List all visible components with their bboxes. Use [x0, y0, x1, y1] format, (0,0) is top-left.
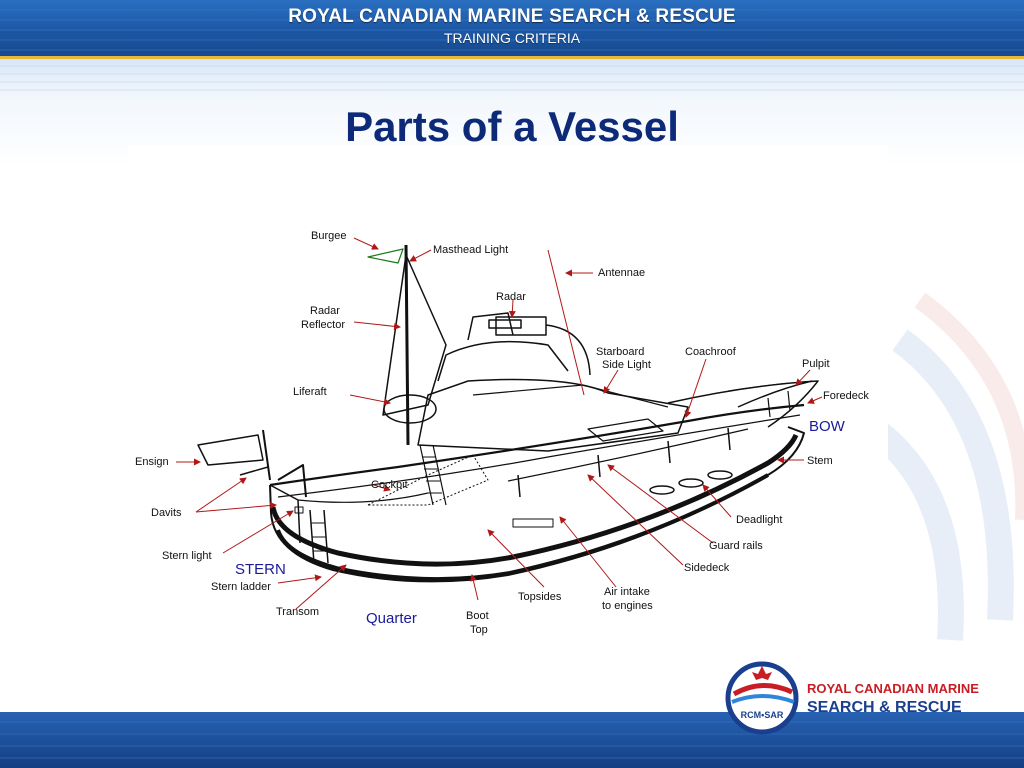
label-cockpit: Cockpit: [371, 479, 408, 491]
label-pulpit: Pulpit: [802, 358, 830, 370]
label-ensign: Ensign: [135, 456, 169, 468]
label-radar: Radar: [496, 291, 526, 303]
label-coachroof: Coachroof: [685, 346, 737, 358]
label-radar-reflector-line1: Radar: [310, 305, 340, 317]
vessel-diagram: Burgee Masthead Light Antennae Radar Rad…: [128, 145, 888, 660]
label-foredeck: Foredeck: [823, 390, 869, 402]
label-boot-top-line1: Boot: [466, 610, 489, 622]
label-davits: Davits: [151, 507, 182, 519]
logo-line2: SEARCH & RESCUE: [807, 699, 962, 716]
header-subtitle: TRAINING CRITERIA: [443, 30, 581, 46]
label-air-intake-line2: to engines: [602, 600, 653, 612]
maple-leaf-icon: [752, 666, 772, 680]
label-starboard-line2: Side Light: [602, 359, 651, 371]
label-antennae: Antennae: [598, 267, 645, 279]
label-air-intake-line1: Air intake: [604, 586, 650, 598]
label-liferaft: Liferaft: [293, 386, 327, 398]
label-masthead-light: Masthead Light: [433, 244, 508, 256]
logo-line1: ROYAL CANADIAN MARINE: [807, 681, 979, 696]
slide-title: Parts of a Vessel: [345, 103, 679, 150]
leader-arrows: [176, 237, 823, 610]
label-radar-reflector-line2: Reflector: [301, 319, 345, 331]
label-burgee: Burgee: [311, 230, 346, 242]
rcmsar-logo: RCM•SAR ROYAL CANADIAN MARINE SEARCH & R…: [725, 661, 979, 735]
label-stem: Stem: [807, 455, 833, 467]
label-stern-light: Stern light: [162, 550, 212, 562]
label-topsides: Topsides: [518, 591, 562, 603]
label-boot-top-line2: Top: [470, 624, 488, 636]
boat-drawing: [197, 244, 819, 583]
label-stern: STERN: [235, 561, 286, 578]
label-quarter: Quarter: [366, 610, 417, 627]
label-starboard-line1: Starboard: [596, 346, 644, 358]
label-transom: Transom: [276, 606, 319, 618]
label-bow: BOW: [809, 418, 846, 435]
label-stern-ladder: Stern ladder: [211, 581, 271, 593]
header-bar: ROYAL CANADIAN MARINE SEARCH & RESCUE TR…: [0, 0, 1024, 58]
label-guard-rails: Guard rails: [709, 540, 763, 552]
label-sidedeck: Sidedeck: [684, 562, 730, 574]
header-title: ROYAL CANADIAN MARINE SEARCH & RESCUE: [288, 6, 736, 27]
label-deadlight: Deadlight: [736, 514, 782, 526]
logo-wave-red: [732, 683, 794, 697]
logo-badge-text: RCM•SAR: [741, 710, 784, 720]
